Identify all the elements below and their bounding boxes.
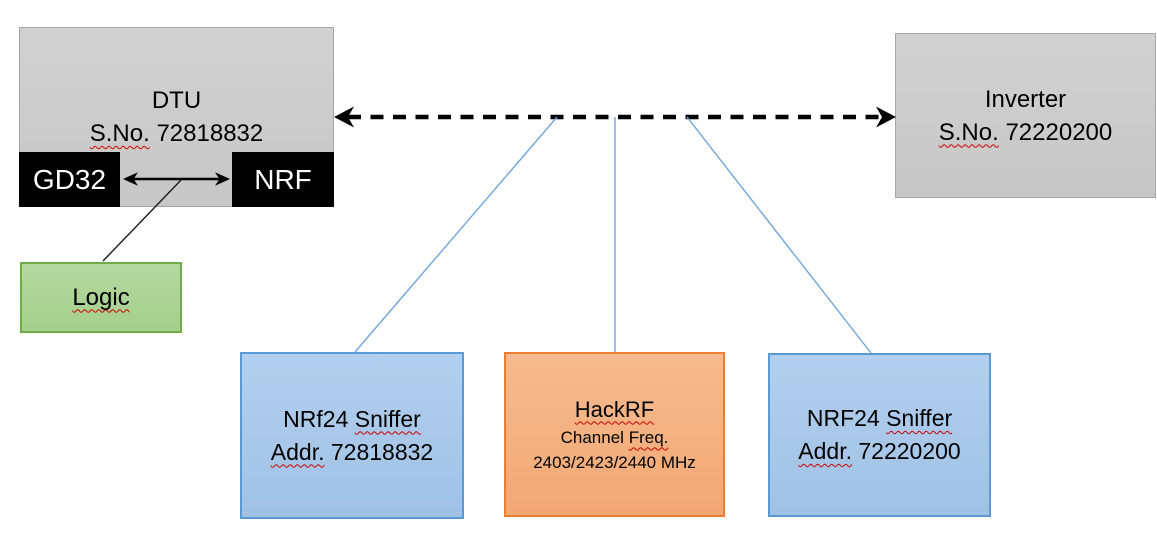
hackrf-channel-line: Channel Freq. — [561, 425, 669, 450]
hackrf-frequencies: 2403/2423/2440 MHz — [533, 452, 696, 472]
sniffer-left-addr-label: Addr. — [270, 438, 325, 465]
dtu-serial-label: S.No. — [89, 120, 150, 147]
hackrf-freq-word: Freq. — [628, 427, 669, 447]
nrf-node: NRF — [232, 152, 334, 207]
sniffer-right-name-word: Sniffer — [886, 405, 953, 431]
inverter-serial: S.No. 72220200 — [939, 116, 1112, 149]
sniffer-left-name-prefix: NRf24 — [283, 405, 349, 432]
nrf-label: NRF — [254, 163, 312, 195]
sniffer-right-title: NRF24 Sniffer — [807, 402, 952, 435]
dtu-label: DTU S.No. 72818832 — [90, 84, 263, 150]
inverter-node: Inverter S.No. 72220200 — [895, 33, 1156, 198]
logic-node: Logic — [20, 262, 182, 333]
hackrf-channel-word: Channel — [560, 427, 624, 447]
link-sniffer-right-line — [686, 116, 872, 354]
gd32-node: GD32 — [19, 152, 120, 207]
sniffer-left-addr: Addr. 72818832 — [271, 436, 433, 469]
gd32-label: GD32 — [32, 163, 107, 195]
dtu-serial-value: 72818832 — [156, 120, 264, 147]
dtu-serial: S.No. 72818832 — [90, 117, 263, 150]
sniffer-left-node: NRf24 Sniffer Addr. 72818832 — [240, 352, 464, 519]
sniffer-right-addr: Addr. 72220200 — [798, 435, 960, 468]
inverter-title: Inverter — [984, 85, 1067, 113]
sniffer-right-node: NRF24 Sniffer Addr. 72220200 — [768, 353, 991, 517]
inverter-serial-value: 72220200 — [1005, 118, 1113, 146]
inverter-serial-label: S.No. — [938, 118, 999, 146]
sniffer-right-name-prefix: NRF24 — [806, 405, 880, 431]
sniffer-left-title: NRf24 Sniffer — [283, 403, 421, 436]
sniffer-left-addr-value: 72818832 — [330, 438, 434, 465]
hackrf-node: HackRF Channel Freq. 2403/2423/2440 MHz — [504, 352, 725, 517]
logic-label: Logic — [72, 283, 130, 311]
dtu-title: DTU — [151, 87, 202, 114]
link-sniffer-left-line — [354, 116, 558, 353]
sniffer-left-name-word: Sniffer — [354, 405, 421, 432]
dtu-inverter-dashed-arrow — [334, 106, 896, 128]
sniffer-right-addr-value: 72220200 — [858, 438, 961, 464]
hackrf-title: HackRF — [574, 396, 655, 422]
sniffer-right-addr-label: Addr. — [798, 438, 852, 464]
